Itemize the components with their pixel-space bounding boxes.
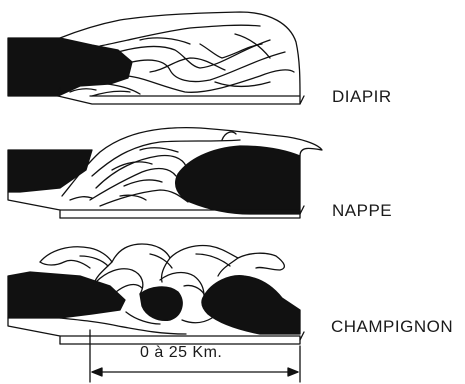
label-diapir: DIAPIR — [332, 87, 392, 107]
nappe-dark-wedge — [8, 150, 92, 192]
nappe-block — [8, 128, 322, 218]
champignon-dark-left — [8, 272, 125, 318]
label-nappe: NAPPE — [332, 201, 392, 221]
champignon-dark-center — [140, 287, 182, 320]
label-champignon: CHAMPIGNON — [331, 317, 453, 337]
champignon-dark-right — [202, 276, 300, 334]
champignon-block — [8, 244, 304, 344]
champignon-caps — [40, 244, 284, 270]
nappe-dark-slab — [176, 146, 300, 214]
diapir-dark-layer — [8, 38, 132, 96]
diapir-block — [8, 12, 304, 104]
scale-label: 0 à 25 Km. — [140, 344, 222, 362]
